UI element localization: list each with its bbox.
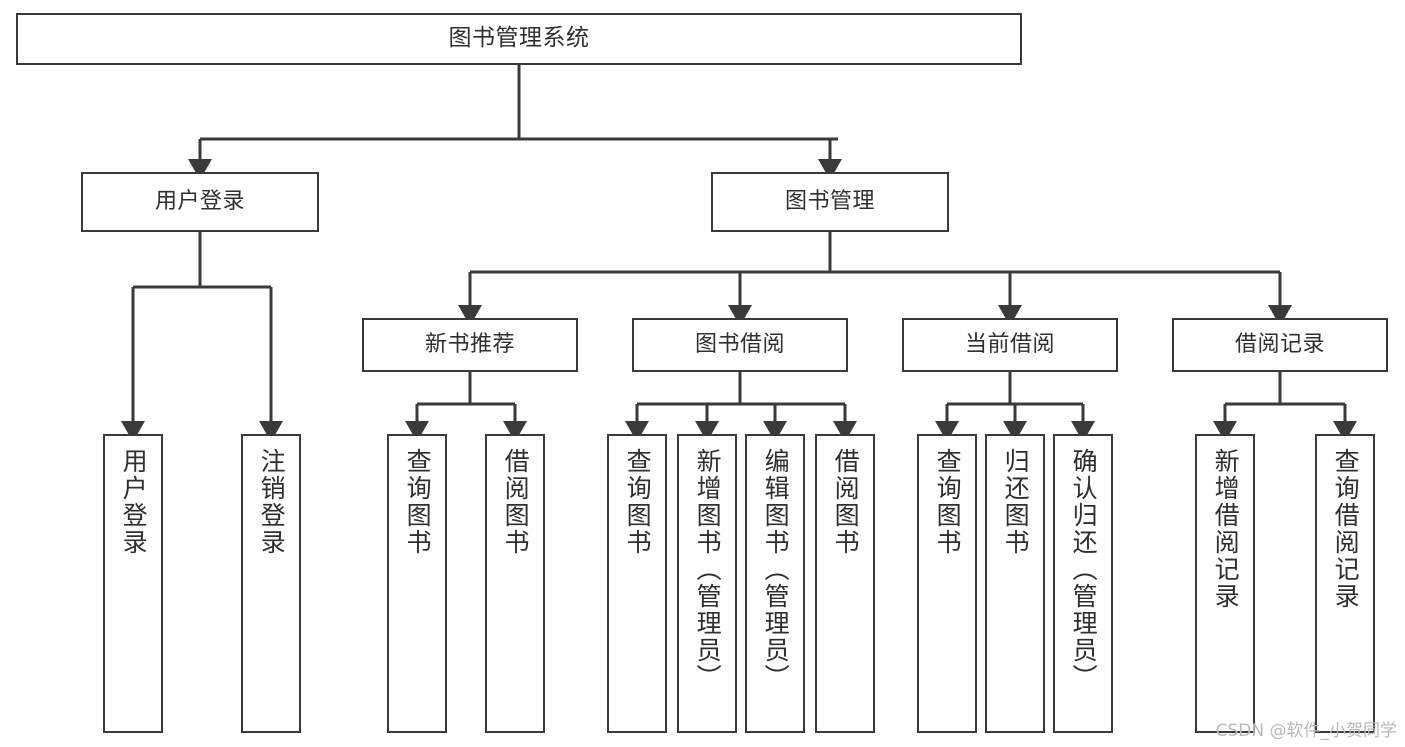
node-label: 借阅图书 [831, 448, 861, 556]
node-leaf-query-book-1[interactable]: 查询图书 [387, 434, 447, 733]
node-leaf-add-book[interactable]: 新增图书（管理员） [677, 434, 737, 733]
node-user-login[interactable]: 用户登录 [81, 172, 319, 232]
node-borrow-record[interactable]: 借阅记录 [1172, 318, 1388, 372]
node-label: 新书推荐 [424, 332, 515, 358]
node-label: 当前借阅 [964, 332, 1055, 358]
node-label: 查询图书 [623, 448, 653, 556]
node-label: 借阅记录 [1234, 332, 1325, 358]
node-leaf-borrow-book-2[interactable]: 借阅图书 [815, 434, 875, 733]
node-new-book-recommend[interactable]: 新书推荐 [362, 318, 578, 372]
node-label: 查询借阅记录 [1331, 448, 1361, 610]
node-label: 归还图书 [1001, 448, 1031, 556]
node-leaf-query-book-2[interactable]: 查询图书 [607, 434, 667, 733]
node-book-borrow[interactable]: 图书借阅 [632, 318, 848, 372]
csdn-watermark: CSDN @软件_小贺同学 [1215, 721, 1397, 741]
node-leaf-query-book-3[interactable]: 查询图书 [917, 434, 977, 733]
node-book-manage[interactable]: 图书管理 [711, 172, 949, 232]
node-label: 新增图书（管理员） [693, 448, 723, 691]
node-label: 确认归还（管理员） [1069, 448, 1099, 691]
node-leaf-add-record[interactable]: 新增借阅记录 [1195, 434, 1255, 733]
node-label: 查询图书 [933, 448, 963, 556]
node-label: 图书管理 [784, 189, 875, 215]
node-label: 图书管理系统 [448, 25, 590, 52]
node-leaf-user-login[interactable]: 用户登录 [103, 434, 163, 733]
node-leaf-query-record[interactable]: 查询借阅记录 [1315, 434, 1375, 733]
node-leaf-edit-book[interactable]: 编辑图书（管理员） [745, 434, 805, 733]
node-label: 借阅图书 [501, 448, 531, 556]
node-label: 新增借阅记录 [1211, 448, 1241, 610]
node-current-borrow[interactable]: 当前借阅 [902, 318, 1118, 372]
node-leaf-confirm-return[interactable]: 确认归还（管理员） [1053, 434, 1113, 733]
node-leaf-borrow-book-1[interactable]: 借阅图书 [485, 434, 545, 733]
node-label: 查询图书 [403, 448, 433, 556]
node-label: 用户登录 [154, 189, 245, 215]
node-label: 注销登录 [257, 448, 287, 556]
node-label: 图书借阅 [694, 332, 785, 358]
node-root-system[interactable]: 图书管理系统 [16, 13, 1022, 65]
node-leaf-return-book[interactable]: 归还图书 [985, 434, 1045, 733]
node-leaf-logout-login[interactable]: 注销登录 [241, 434, 301, 733]
node-label: 编辑图书（管理员） [761, 448, 791, 691]
node-label: 用户登录 [119, 448, 149, 556]
